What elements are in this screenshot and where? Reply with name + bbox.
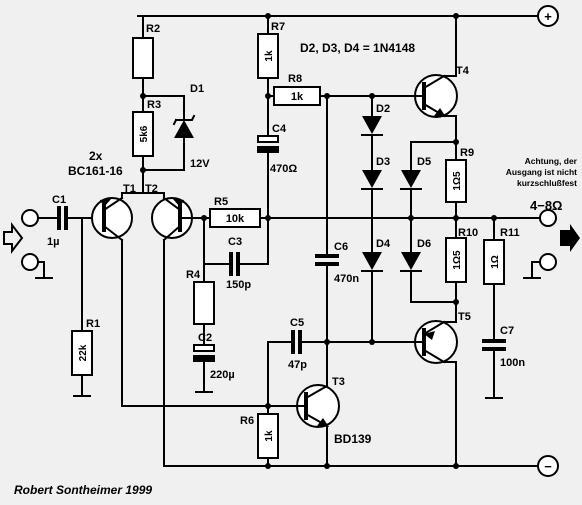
c6-ref: C6 [334,241,348,253]
r11-ref: R11 [500,227,520,239]
r5-ref: R5 [214,196,228,208]
t4-ref: T4 [456,65,470,77]
resistor-r3: 5k6 R3 [132,99,161,171]
r10-ref: R10 [458,227,478,239]
resistor-r2: R2 [132,15,160,113]
d5-ref: D5 [417,156,431,168]
pair-type: BC161-16 [68,164,123,178]
c4-value: 470Ω [270,163,297,175]
r9-value: 1Ω5 [452,171,463,191]
r4-ref: R4 [186,269,201,281]
capacitor-c1: C1 1µ [47,194,101,248]
r3-value: 5k6 [139,125,150,142]
resistor-r9: 1Ω5 R9 [445,147,474,239]
negative-terminal [537,455,559,477]
d1-value: 12V [190,158,210,170]
output-warning-1: Achtung, der [525,156,578,166]
r7-ref: R7 [271,21,285,33]
r3-ref: R3 [147,99,161,111]
diode-d2: D2 [361,95,390,136]
output-warning-2: Ausgang ist nicht [506,167,577,177]
negative-label: − [544,459,552,474]
diode-d6: D6 [400,238,457,303]
pair-count: 2x [89,149,103,163]
d2-ref: D2 [376,103,390,115]
diode-note: D2, D3, D4 = 1N4148 [300,41,415,55]
d6-ref: D6 [417,238,431,250]
transistor-t3: T3 BD139 [121,341,372,467]
c5-value: 47p [288,359,307,371]
r6-ref: R6 [240,415,254,427]
capacitor-c2: C2 220µ [193,332,235,393]
transistor-t4: T4 [414,15,470,161]
zener-d1: D1 12V [142,83,210,171]
t3-value: BD139 [334,432,372,446]
output-impedance: 4−8Ω [530,198,562,213]
r11-value: 1Ω [490,255,501,269]
transistor-t5: T5 [371,311,471,467]
t3-ref: T3 [332,376,345,388]
resistor-r10: 1Ω5 R10 [445,227,478,321]
output-warning-3: kurzschlußfest [517,178,577,188]
resistor-r5: 10k R5 [209,196,269,228]
diode-d3: D3 [361,134,390,190]
positive-terminal [537,5,559,27]
c1-value: 1µ [47,236,59,248]
d4-ref: D4 [376,238,391,250]
capacitor-c5: C5 47p [267,317,373,407]
r2-ref: R2 [146,23,160,35]
r8-ref: R8 [288,73,302,85]
c7-ref: C7 [500,325,514,337]
capacitor-c7: C7 100n [482,325,525,399]
c2-value: 220µ [210,369,235,381]
diode-d5: D5 [400,141,457,253]
d3-ref: D3 [376,156,390,168]
d1-ref: D1 [190,83,204,95]
r1-ref: R1 [86,318,100,330]
output-connector: 4−8Ω [523,198,580,279]
resistor-r11: 1Ω R11 [483,217,520,341]
positive-rail: + [137,5,559,27]
r5-value: 10k [226,213,245,225]
c7-value: 100n [500,357,525,369]
r8-value: 1k [291,91,304,103]
signature: Robert Sontheimer 1999 [14,483,152,497]
resistor-r8: 1k R8 [267,73,417,106]
negative-rail: − [163,455,559,477]
c6-value: 470n [334,273,359,285]
resistor-r4: R4 [186,263,215,346]
c2-ref: C2 [198,332,212,344]
r10-value: 1Ω5 [452,250,463,270]
c4-ref: C4 [272,123,287,135]
c1-ref: C1 [52,194,66,206]
r7-value: 1k [264,50,275,62]
input-connector [3,209,53,279]
resistor-r6: 1k R6 [240,405,279,467]
t5-ref: T5 [458,311,471,323]
c3-value: 150p [226,279,251,291]
capacitor-c4: C4 470Ω [257,123,297,265]
transistor-t1: T1 [91,183,136,407]
r1-value: 22k [78,344,89,361]
c3-ref: C3 [228,236,242,248]
r9-ref: R9 [460,147,474,159]
c5-ref: C5 [290,317,304,329]
capacitor-c3: C3 150p [203,217,269,291]
resistor-r1: 22k R1 [71,217,100,397]
r6-value: 1k [264,430,275,442]
diode-d4: D4 [361,188,391,343]
positive-label: + [544,9,552,24]
resistor-r7: 1k R7 [257,15,285,137]
